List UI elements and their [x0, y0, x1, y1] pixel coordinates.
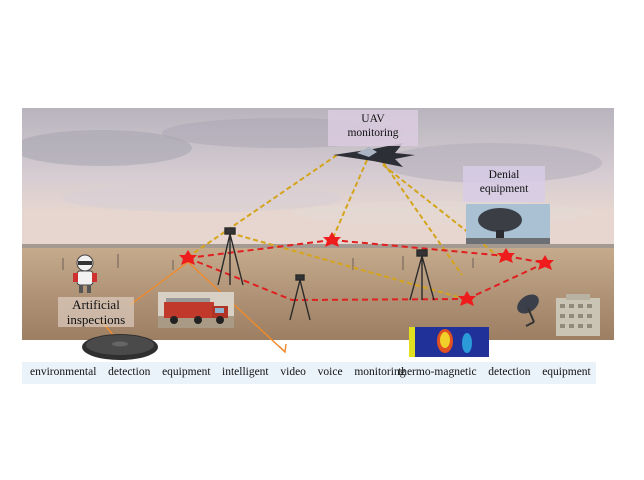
denial-device-photo: [466, 204, 550, 244]
denial-equipment-label: Denial equipment: [463, 166, 545, 202]
uav-icon: [333, 143, 415, 167]
sensor-node-icon: [289, 274, 311, 321]
node-star: [536, 255, 554, 270]
fire-truck-photo: [158, 292, 234, 328]
node-star: [458, 291, 476, 306]
node-star: [497, 248, 515, 263]
denial-label-text: Denial equipment: [479, 169, 529, 195]
uav-label-text: UAV monitoring: [347, 113, 399, 139]
robot-icon: [73, 254, 97, 293]
thermo-magnetic-detection-caption: thermo-magnetic detection equipment: [398, 366, 591, 378]
sensor-node-icon: [409, 249, 435, 301]
node-star: [179, 250, 197, 265]
artificial-inspections-label: Artificial inspections: [58, 297, 134, 327]
sensor-node-icon: [217, 227, 244, 286]
sensor-tripods: [217, 227, 435, 321]
node-star: [323, 232, 341, 247]
building-icon: [556, 294, 600, 336]
bottom-caption-strip: [22, 362, 596, 384]
radar-dish-icon: [517, 294, 539, 327]
network-nodes: [179, 232, 554, 306]
uav-monitoring-label: UAV monitoring: [328, 110, 418, 146]
thermal-image: [409, 327, 489, 357]
video-voice-monitoring-caption: intelligent video voice monitoring: [222, 366, 406, 378]
environmental-detection-caption: environmental detection equipment: [30, 366, 211, 378]
manhole-cover-icon: [82, 334, 158, 360]
artificial-label-text: Artificial inspections: [66, 297, 126, 327]
